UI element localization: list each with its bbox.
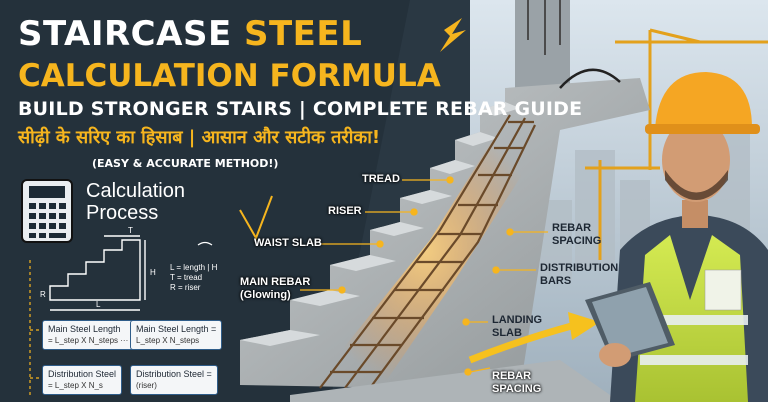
calculation-process-heading: Calculation Process xyxy=(86,180,185,224)
calculator-icon xyxy=(21,179,73,243)
label-rebar-spacing-top-line1: REBAR xyxy=(552,222,592,234)
main-steel-small-title: Main Steel Length xyxy=(48,324,121,334)
label-rebar-spacing-top-line2: SPACING xyxy=(552,234,602,247)
label-rebar-spacing-bottom-line1: REBAR xyxy=(492,370,532,382)
arrow-icon xyxy=(468,321,576,364)
label-landing-slab: LANDING SLAB xyxy=(492,314,542,339)
title-line-1: STAIRCASE STEEL xyxy=(18,14,362,54)
distribution-small-formula: = L_step X N_s xyxy=(48,380,103,390)
subtitle-method: (EASY & ACCURATE METHOD!) xyxy=(92,157,279,170)
label-landing-line1: LANDING xyxy=(492,314,543,326)
arrow-icon xyxy=(559,68,621,89)
calc-line-2: Process xyxy=(86,202,159,224)
label-riser: RISER xyxy=(328,205,362,217)
crane-icon xyxy=(585,28,768,260)
distribution-large-formula: (riser) xyxy=(136,380,157,390)
title-line-2: CALCULATION FORMULA xyxy=(18,58,441,94)
distribution-box-small: Distribution Steel = L_step X N_s xyxy=(42,365,123,396)
stair-diagram xyxy=(49,235,146,311)
main-steel-box-small: Main Steel Length = L_step X N_steps ··· xyxy=(42,320,135,351)
main-steel-large-title: Main Steel Length = xyxy=(136,324,217,334)
subtitle-hindi: सीढ़ी के सरिए का हिसाब | आसान और सटीक तर… xyxy=(18,127,381,148)
label-main-rebar: MAIN REBAR (Glowing) xyxy=(240,276,310,301)
label-distribution-bars: DISTRIBUTION BARS xyxy=(540,262,618,287)
label-main-rebar-line2: (Glowing) xyxy=(240,288,291,301)
main-steel-small-formula: = L_step X N_steps ··· xyxy=(48,335,129,345)
title-word-steel: STEEL xyxy=(244,14,363,54)
distribution-small-title: Distribution Steel xyxy=(48,369,117,379)
dim-r: R xyxy=(40,290,46,299)
dim-h: H xyxy=(150,268,156,277)
label-rebar-spacing-top: REBAR SPACING xyxy=(552,222,601,247)
callout-lines xyxy=(300,176,548,376)
subtitle-english: BUILD STRONGER STAIRS | COMPLETE REBAR G… xyxy=(18,98,583,120)
label-waist-slab: WAIST SLAB xyxy=(254,237,322,249)
main-steel-box-large: Main Steel Length = L_step X N_steps xyxy=(130,320,223,351)
label-main-rebar-line1: MAIN REBAR xyxy=(240,276,311,288)
worker xyxy=(585,72,768,402)
label-rebar-spacing-bottom: REBAR SPACING xyxy=(492,370,541,395)
rebar-cage xyxy=(319,114,536,389)
hardhat-icon xyxy=(655,72,752,128)
label-tread: TREAD xyxy=(362,173,400,185)
diagram-legend: L = length | H T = tread R = riser xyxy=(170,263,218,292)
distribution-large-title: Distribution Steel = xyxy=(136,369,212,379)
title-word-staircase: STAIRCASE xyxy=(18,14,244,54)
label-distribution-line1: DISTRIBUTION xyxy=(540,262,619,274)
dim-l: L xyxy=(96,300,101,309)
label-rebar-spacing-bottom-line2: SPACING xyxy=(492,382,542,395)
dim-t: T xyxy=(128,226,133,235)
staircase xyxy=(240,78,650,402)
label-landing-line2: SLAB xyxy=(492,326,522,339)
main-steel-large-formula: L_step X N_steps xyxy=(136,335,200,345)
label-distribution-line2: BARS xyxy=(540,274,572,287)
calc-line-1: Calculation xyxy=(86,180,185,202)
distribution-box-large: Distribution Steel = (riser) xyxy=(130,365,218,396)
